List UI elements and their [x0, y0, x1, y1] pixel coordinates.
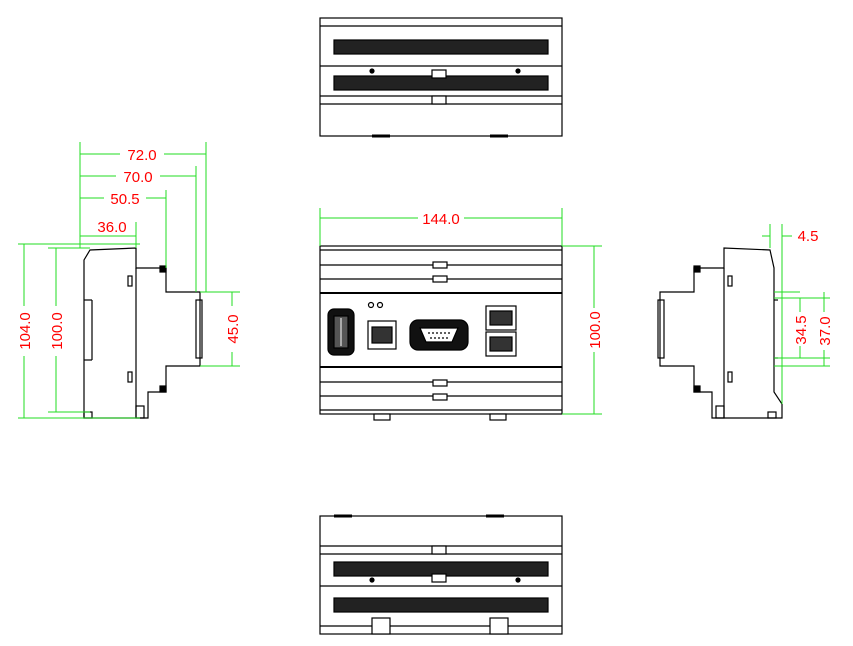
top-view-outline — [319, 17, 563, 137]
dim-front-height: 100.0 — [587, 311, 604, 349]
left-side-dimensions — [18, 142, 240, 419]
dim-right-rail-inner: 34.5 — [793, 315, 810, 344]
led-indicator-2 — [376, 301, 384, 309]
dim-front-width: 144.0 — [422, 211, 460, 228]
top-view — [319, 17, 563, 138]
dual-ethernet-port-icon[interactable] — [485, 305, 517, 357]
dim-right-rail-outer: 37.0 — [817, 316, 834, 345]
front-view-outline — [319, 245, 563, 415]
right-side-dimensions — [762, 224, 830, 404]
top-terminal-block-upper — [333, 39, 549, 55]
front-view — [319, 245, 563, 421]
dim-right-offset: 4.5 — [798, 228, 819, 245]
dim-side-front-height: 45.0 — [225, 314, 242, 343]
left-side-view — [83, 247, 203, 419]
terminal-connector-icon — [327, 308, 355, 356]
dim-side-depth-3: 50.5 — [110, 191, 139, 208]
dim-side-depth-total: 72.0 — [127, 147, 156, 164]
dim-side-height-total: 104.0 — [17, 312, 34, 350]
ethernet-port-icon[interactable] — [367, 320, 397, 350]
bottom-terminal-block-lower — [333, 597, 549, 613]
bottom-view — [319, 514, 563, 635]
right-side-outline — [659, 247, 783, 419]
serial-db9-port-icon[interactable] — [409, 319, 469, 351]
dim-side-depth-2: 70.0 — [123, 169, 152, 186]
dim-side-depth-4: 36.0 — [97, 219, 126, 236]
left-side-outline — [83, 247, 201, 419]
right-side-view — [657, 247, 783, 419]
dim-side-height-body: 100.0 — [49, 312, 66, 350]
front-dimensions — [319, 208, 602, 415]
led-indicator-1 — [367, 301, 375, 309]
bottom-view-outline — [319, 515, 563, 635]
